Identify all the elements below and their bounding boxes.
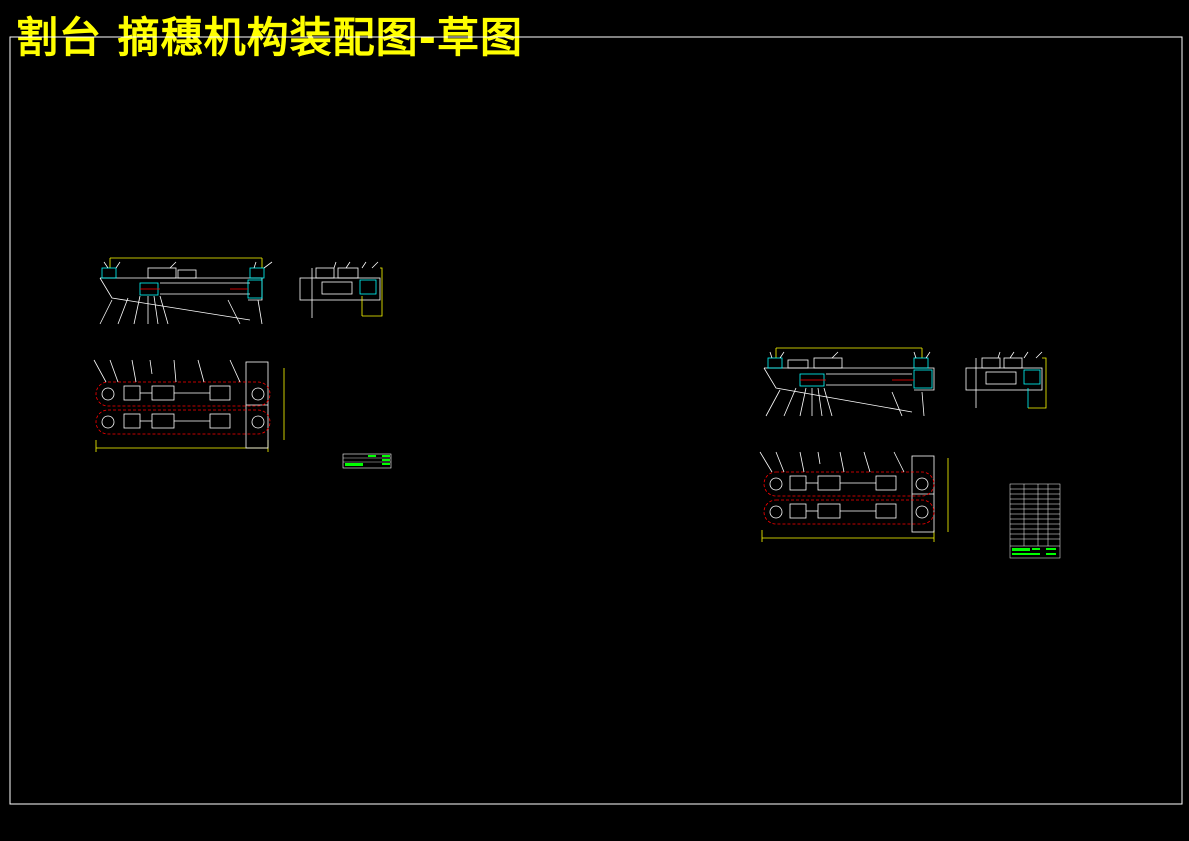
left-parts-table	[342, 453, 392, 469]
left-end-view	[299, 261, 383, 318]
right-top-view	[759, 451, 949, 542]
left-side-view	[99, 257, 273, 325]
right-side-view	[763, 347, 935, 417]
right-parts-table	[1009, 483, 1061, 559]
right-end-view	[965, 351, 1047, 409]
left-top-view	[93, 359, 285, 452]
drawing-frame	[9, 36, 1183, 805]
